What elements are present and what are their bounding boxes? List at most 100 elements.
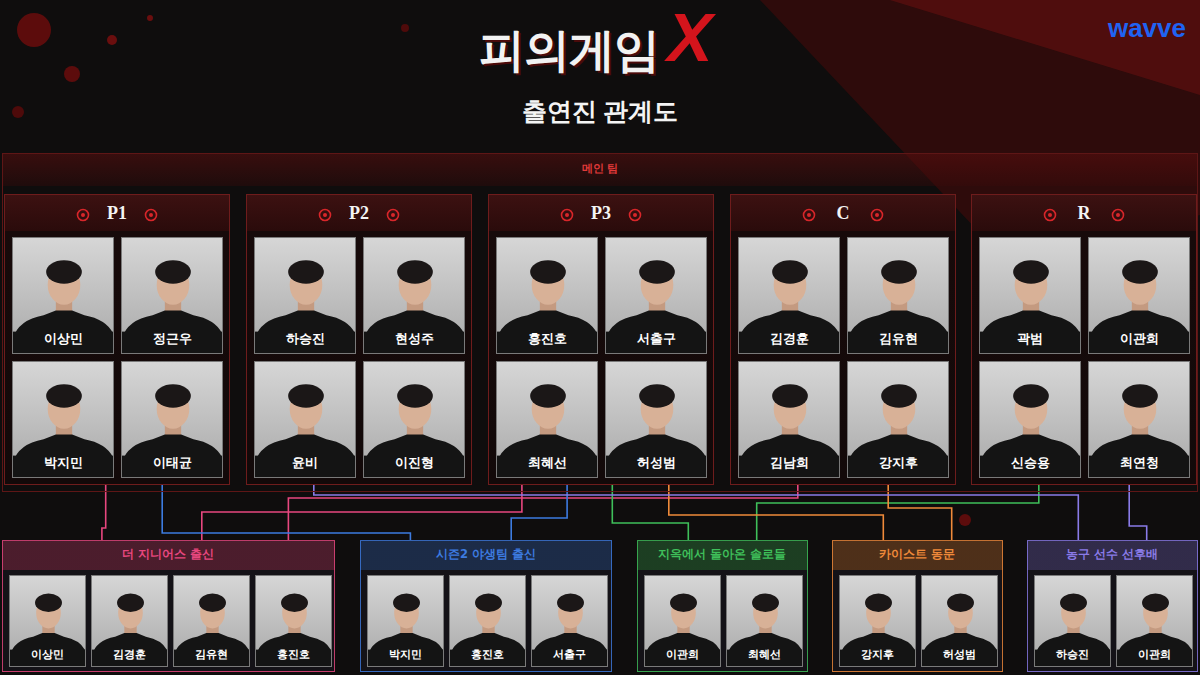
name-strip [497, 332, 598, 354]
body [13, 435, 114, 478]
team-symbol [565, 213, 569, 217]
team-symbol [388, 210, 399, 221]
cast-name: 박지민 [44, 455, 83, 471]
cast-card: 박지민 [12, 361, 114, 478]
hair [397, 384, 433, 407]
cast-name: 정근우 [153, 331, 192, 347]
body [727, 633, 803, 667]
hair [1122, 384, 1158, 407]
body [840, 633, 916, 667]
cast-card: 이상민 [12, 237, 114, 354]
cast-name: 강지후 [861, 648, 894, 661]
team-symbol [1113, 210, 1124, 221]
cast-name: 허성범 [943, 648, 976, 661]
hair [530, 260, 566, 283]
body [497, 435, 598, 478]
blood-drop [959, 514, 971, 526]
hair [46, 384, 82, 407]
cast-name: 곽범 [1017, 331, 1043, 347]
show-title: 피의게임 [479, 20, 659, 82]
hair [46, 260, 82, 283]
group-title: 시즌2 야생팀 출신 [361, 548, 611, 562]
hair [557, 593, 584, 611]
cast-name: 이상민 [31, 648, 64, 661]
relation-line [1129, 485, 1147, 540]
team-symbol [562, 210, 573, 221]
cast-card: 서출구 [605, 237, 707, 354]
relation-line [288, 485, 797, 540]
name-strip [122, 456, 223, 478]
hair [1013, 384, 1049, 407]
cast-name: 현성주 [395, 331, 434, 347]
team-symbol [146, 210, 157, 221]
name-strip [606, 332, 707, 354]
body [606, 311, 707, 354]
hair [155, 260, 191, 283]
cast-card: 신승용 [979, 361, 1081, 478]
body [739, 435, 840, 478]
team-symbol [872, 210, 883, 221]
relation-line [202, 485, 522, 540]
cast-name: 이태균 [153, 455, 192, 471]
hair [288, 384, 324, 407]
cast-card: 홍진호 [496, 237, 598, 354]
hair [947, 593, 974, 611]
relation-line [162, 485, 410, 540]
cast-card: 홍진호 [255, 575, 332, 667]
cast-card: 강지후 [847, 361, 949, 478]
name-strip [13, 456, 114, 478]
relation-line [757, 485, 1039, 540]
team-symbol [149, 213, 153, 217]
cast-card: 정근우 [121, 237, 223, 354]
name-strip [848, 332, 949, 354]
cast-card: 김유현 [173, 575, 250, 667]
body [256, 633, 332, 667]
blood-drop [147, 15, 153, 21]
hair [881, 260, 917, 283]
cast-card: 김경훈 [91, 575, 168, 667]
hair [475, 593, 502, 611]
name-strip [122, 332, 223, 354]
team-box: C김경훈김유현김남희강지후 [730, 194, 956, 485]
relation-line [612, 485, 688, 540]
cast-card: 이관희 [1116, 575, 1193, 667]
cast-card: 홍진호 [449, 575, 526, 667]
team-name: C [731, 203, 955, 225]
body [255, 435, 356, 478]
name-strip [980, 332, 1081, 354]
hair [639, 384, 675, 407]
cast-name: 최혜선 [748, 648, 781, 661]
team-box: P1 이상민정근우박지민 이태균 [4, 194, 230, 485]
cast-name: 윤비 [292, 455, 318, 471]
relation-line [888, 485, 952, 540]
cast-name: 이관희 [1138, 648, 1171, 661]
team-symbol [323, 213, 327, 217]
team-symbol [391, 213, 395, 217]
cast-name: 김유현 [195, 648, 228, 661]
hair [155, 384, 191, 407]
blood-drop [401, 24, 409, 32]
hair [639, 260, 675, 283]
cast-card: 김유현 [847, 237, 949, 354]
name-strip [255, 332, 356, 354]
hair [199, 593, 226, 611]
group-box: 농구 선수 선후배하승진이관희 [1027, 540, 1198, 672]
body [980, 311, 1081, 354]
group-box: 시즌2 야생팀 출신박지민홍진호서출구 [360, 540, 612, 672]
platform-logo: wavve [1108, 14, 1186, 43]
team-symbol [633, 213, 637, 217]
name-strip [364, 332, 465, 354]
team-name: P1 [5, 203, 229, 225]
cast-name: 홍진호 [528, 331, 567, 347]
body [92, 633, 168, 667]
cast-name: 이관희 [1120, 331, 1159, 347]
cast-name: 이진형 [395, 455, 434, 471]
team-box: P3홍진호서출구최혜선허성범 [488, 194, 714, 485]
cast-name: 박지민 [389, 648, 422, 661]
body [1089, 311, 1190, 354]
cast-name: 서출구 [637, 331, 676, 347]
name-strip [1089, 332, 1190, 354]
body [739, 311, 840, 354]
cast-card: 이관희 [1088, 237, 1190, 354]
